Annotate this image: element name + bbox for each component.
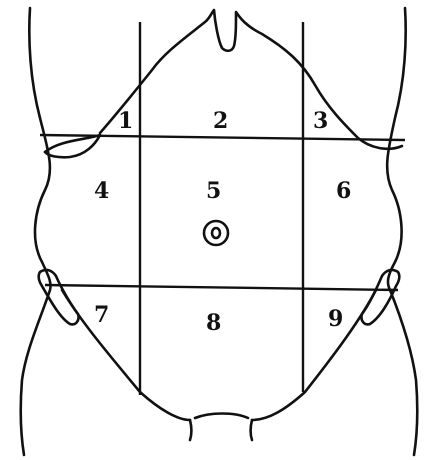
left-lower-rib (45, 135, 100, 152)
region-label-4: 4 (94, 178, 109, 204)
region-label-2: 2 (213, 108, 228, 134)
region-label-7: 7 (94, 302, 109, 328)
right-torso-edge (387, 8, 417, 455)
left-torso-edge (21, 8, 51, 455)
navel (204, 221, 228, 245)
region-label-9: 9 (328, 306, 343, 332)
region-label-3: 3 (313, 108, 328, 134)
groin-outline (190, 414, 252, 441)
region-label-1: 1 (118, 108, 133, 134)
left-inguinal-line (62, 290, 190, 420)
region-label-5: 5 (206, 178, 221, 204)
left-iliac-crest (39, 270, 79, 324)
costal-margin (100, 10, 402, 149)
lower-horizontal-line (45, 285, 398, 290)
region-label-6: 6 (336, 178, 351, 204)
region-grid (40, 22, 405, 395)
region-label-8: 8 (206, 310, 221, 336)
right-inguinal-line (252, 290, 376, 420)
